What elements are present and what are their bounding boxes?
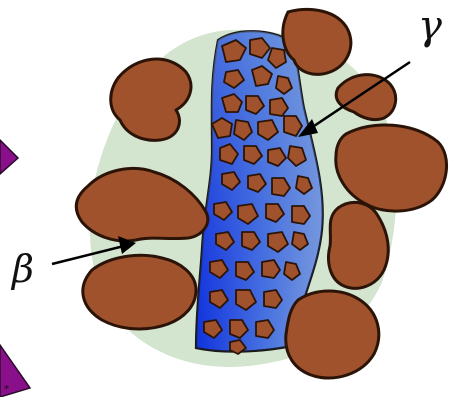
side-accent-top (0, 140, 18, 174)
beta-phase-label: β (12, 250, 34, 288)
corner-mark: * (4, 384, 9, 395)
beta-grain (286, 291, 379, 378)
beta-grain (329, 202, 389, 288)
beta-grain (83, 255, 196, 329)
gamma-phase-label: γ (418, 6, 442, 46)
